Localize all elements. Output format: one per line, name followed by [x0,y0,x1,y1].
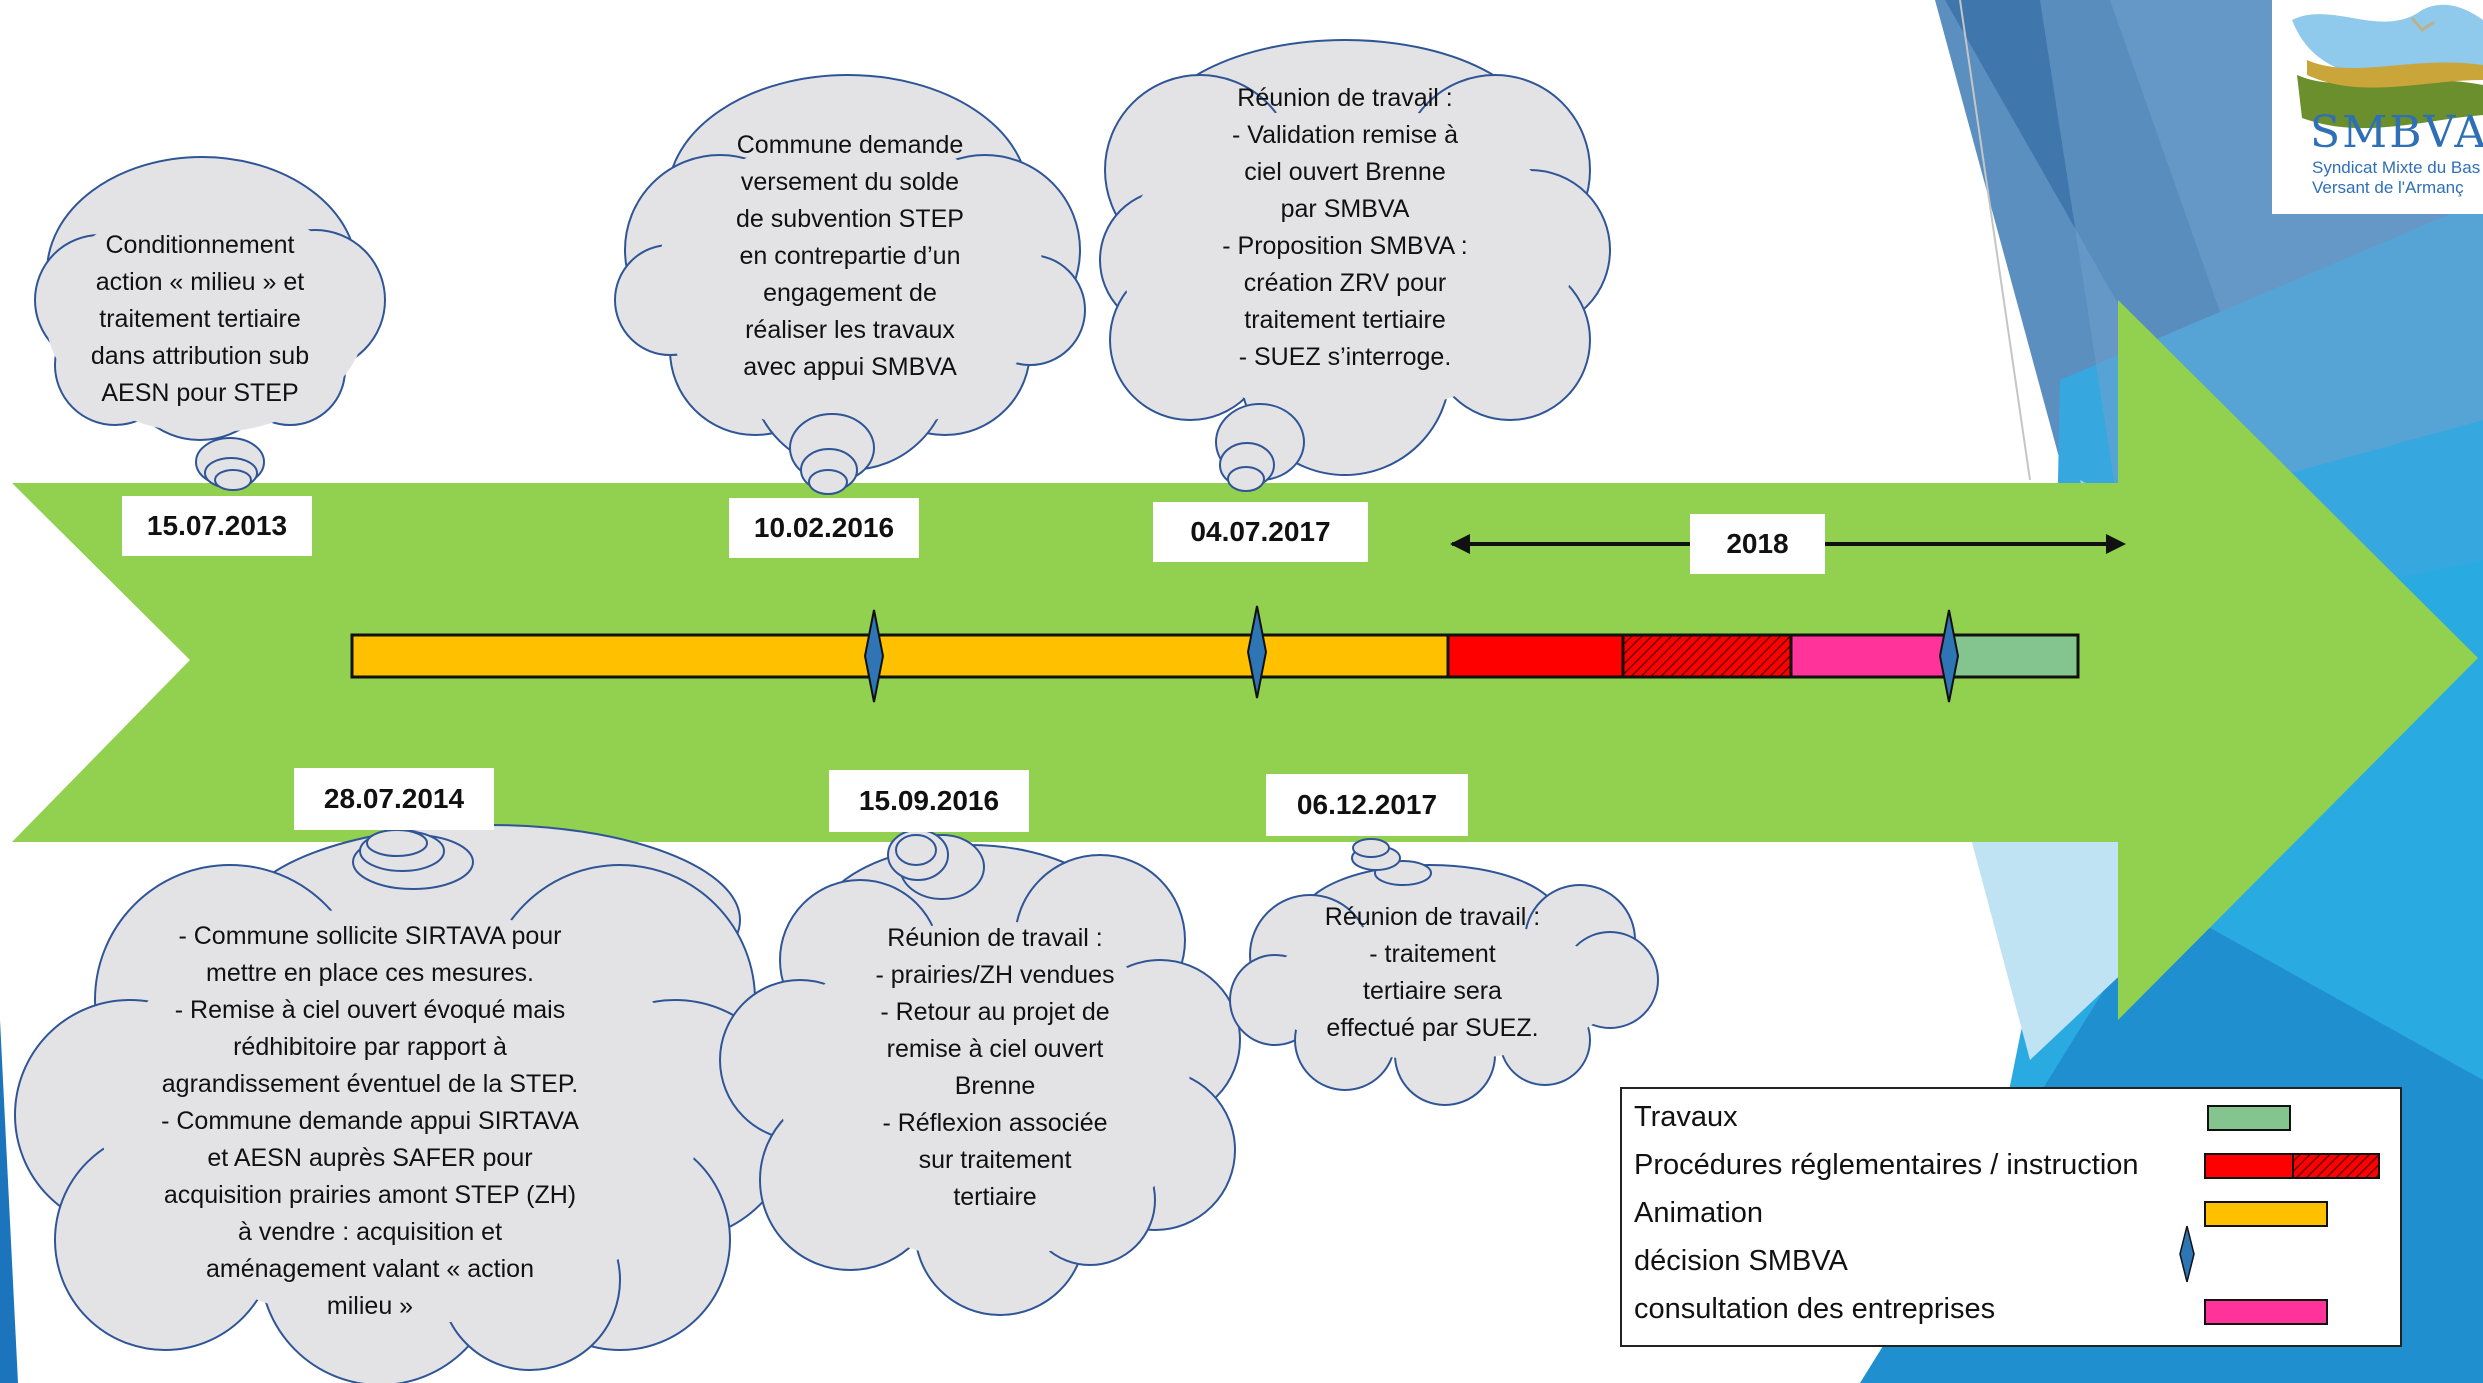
date-label-2017b: 06.12.2017 [1266,774,1468,836]
cloud-line: Réunion de travail : [1237,84,1453,112]
cloud-text-2014: - Commune sollicite SIRTAVA pour mettre e… [120,918,620,1325]
legend-label-procedures: Procédures réglementaires / instruction [1634,1149,2139,1181]
cloud-text-2013: Conditionnement action « milieu » et trait… [40,227,360,412]
cloud-text-2017b: Réunion de travail : - traitement tertiair… [1295,899,1570,1047]
legend-label-decision: décision SMBVA [1634,1245,1848,1277]
cloud-line: - Réflexion associée [882,1109,1108,1137]
cloud-line: effectué par SUEZ. [1326,1014,1539,1042]
date-label-2014: 28.07.2014 [294,768,494,830]
cloud-line: dans attribution sub [90,342,310,370]
cloud-line: - Commune sollicite SIRTAVA pour [178,922,562,950]
cloud-text-2017a: Réunion de travail : - Validation remise … [1160,80,1530,376]
cloud-line: Réunion de travail : [887,924,1103,952]
cloud-2017a [1099,39,1611,492]
cloud-line: Réunion de travail : [1324,903,1541,931]
date-label-2016b: 15.09.2016 [829,770,1029,832]
cloud-line: - Proposition SMBVA : [1222,232,1468,260]
cloud-line: traitement tertiaire [1244,306,1446,334]
cloud-text-2016a: Commune demande versement du solde de subv… [685,127,1015,386]
legend-swatches [2179,1105,2380,1325]
cloud-line: création ZRV pour [1243,269,1447,297]
cloud-line: traitement tertiaire [99,305,301,333]
segment-consultation [1789,633,1950,679]
cloud-line: engagement de [763,279,937,307]
cloud-line: à vendre : acquisition et [237,1218,503,1246]
date-label-2017a: 04.07.2017 [1153,502,1368,562]
cloud-line: ciel ouvert Brenne [1244,158,1446,186]
cloud-line: réaliser les travaux [745,316,955,344]
cloud-line: remise à ciel ouvert [886,1035,1104,1063]
cloud-2016b [719,829,1241,1316]
cloud-line: tertiaire sera [1363,977,1502,1005]
cloud-line: acquisition prairies amont STEP (ZH) [163,1181,577,1209]
cloud-line: aménagement valant « action [206,1255,534,1283]
cloud-line: action « milieu » et [95,268,305,296]
cloud-line: Brenne [954,1072,1036,1100]
cloud-line: - Retour au projet de [880,998,1110,1026]
timeline-bar [350,633,2080,679]
cloud-line: milieu » [326,1292,414,1320]
cloud-line: versement du solde [740,168,960,196]
cloud-2013 [34,156,386,491]
legend-label-consultation: consultation des entreprises [1634,1293,1996,1325]
smbva-logo: SMBVA Syndicat Mixte du Bas Versant de l… [2272,0,2483,214]
cloud-line: - prairies/ZH vendues [875,961,1115,989]
cloud-line: - Remise à ciel ouvert évoqué mais [174,996,566,1024]
cloud-line: sur traitement [918,1146,1072,1174]
segment-procedures [1446,633,1625,679]
segment-procedures-hatched [1621,633,1793,679]
cloud-line: rédhibitoire par rapport à [233,1033,507,1061]
logo-subtitle-line1: Syndicat Mixte du Bas [2312,158,2481,177]
decision-marker-2018 [1938,609,1960,703]
cloud-line: agrandissement éventuel de la STEP. [161,1070,579,1098]
legend-label-travaux: Travaux [1634,1101,1738,1133]
legend-label-animation: Animation [1634,1197,1763,1229]
cloud-line: et AESN auprès SAFER pour [207,1144,533,1172]
decision-markers [863,605,1960,703]
cloud-text-2016b: Réunion de travail : - prairies/ZH vendue… [830,920,1160,1216]
legend: Travaux Procédures réglementaires / inst… [1620,1087,2402,1347]
logo-graphic [2292,4,2483,129]
cloud-line: Commune demande [736,131,964,159]
date-label-2013: 15.07.2013 [122,496,312,556]
cloud-2016a [614,74,1086,495]
cloud-line: - traitement [1369,940,1496,968]
cloud-line: Conditionnement [105,231,295,259]
cloud-2014 [14,824,796,1383]
year-label-2018: 2018 [1690,514,1825,574]
segment-travaux [1946,633,2080,679]
date-label-2016a: 10.02.2016 [729,498,919,558]
cloud-line: AESN pour STEP [101,379,299,407]
segment-animation [350,633,1450,679]
cloud-line: avec appui SMBVA [743,353,957,381]
legend-swatch-procedures [2204,1153,2294,1179]
cloud-line: mettre en place ces mesures. [206,959,534,987]
cloud-line: de subvention STEP [736,205,964,233]
decision-marker-2016 [863,609,885,703]
legend-swatch-animation [2204,1201,2328,1227]
decision-marker-2017 [1246,605,1268,699]
legend-swatch-decision [2179,1225,2195,1283]
cloud-line: tertiaire [953,1183,1037,1211]
cloud-2017b [1229,838,1659,1106]
cloud-line: - Validation remise à [1231,121,1459,149]
cloud-line: - SUEZ s’interroge. [1238,343,1452,371]
logo-subtitle-line2: Versant de l'Armanç [2312,178,2464,197]
legend-swatch-consultation [2204,1299,2328,1325]
cloud-line: par SMBVA [1280,195,1410,223]
legend-swatch-travaux [2207,1105,2291,1131]
logo-name: SMBVA [2310,107,2483,158]
cloud-line: en contrepartie d’un [739,242,961,270]
legend-swatch-procedures-hatched [2292,1153,2380,1179]
cloud-line: - Commune demande appui SIRTAVA [161,1107,579,1135]
